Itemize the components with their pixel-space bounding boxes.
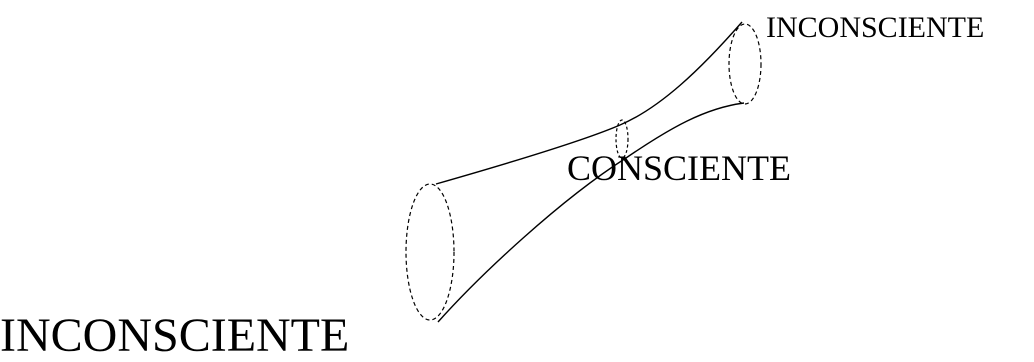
top-opening-ellipse: [729, 24, 761, 104]
label-bottom-inconsciente: INCONSCIENTE: [0, 312, 349, 360]
label-middle-consciente: CONSCIENTE: [567, 150, 791, 186]
label-top-inconsciente: INCONSCIENTE: [766, 13, 984, 43]
bottom-opening-ellipse: [406, 184, 454, 320]
